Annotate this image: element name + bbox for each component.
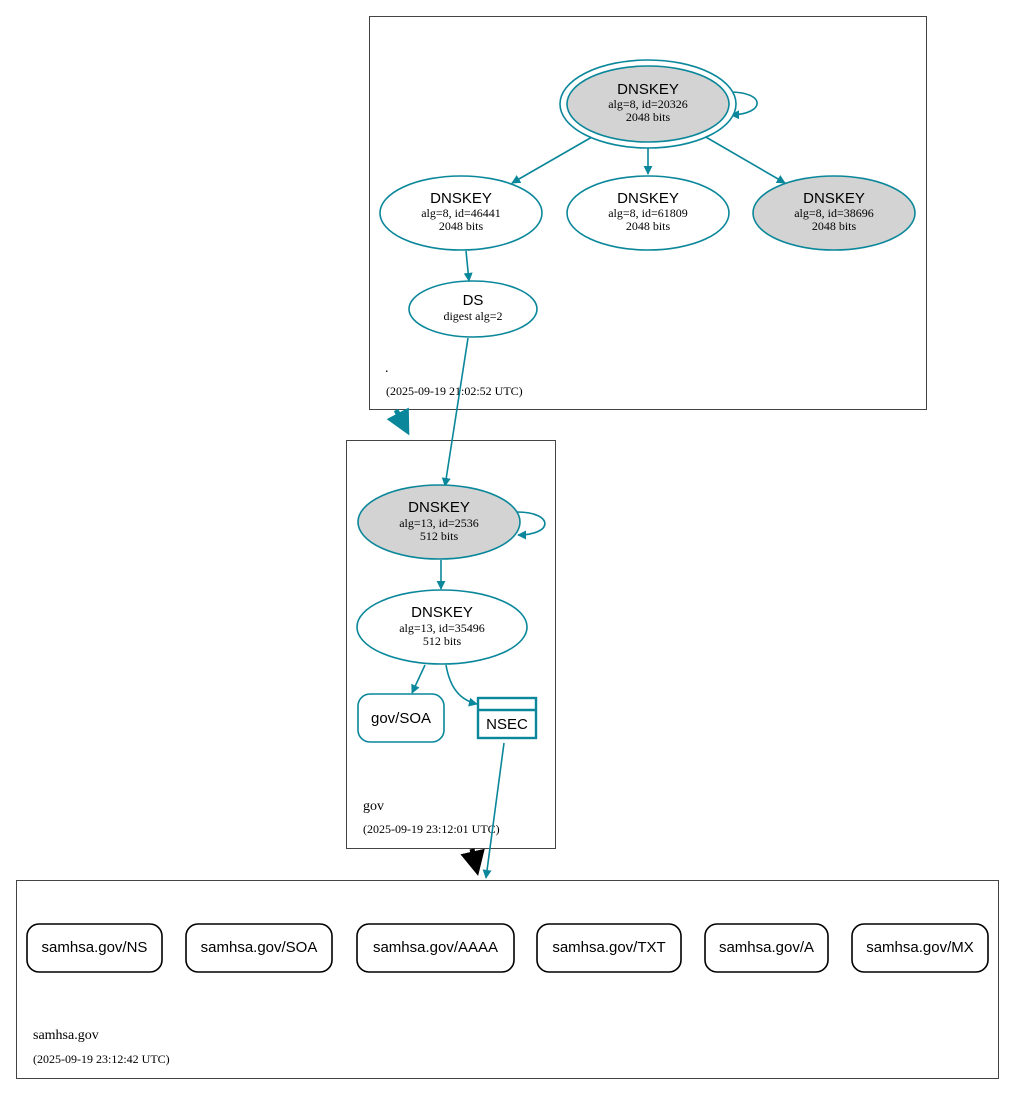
zone-samhsa-name: samhsa.gov	[33, 1028, 99, 1043]
node-gov-ksk-line2: 512 bits	[420, 529, 459, 543]
edge-ds-to-gov-ksk	[441, 337, 469, 487]
edge-nsec-to-samhsa	[482, 742, 505, 879]
edge-gov-zsk-to-soa	[411, 664, 426, 694]
edge-gov-ksk-self	[516, 511, 546, 540]
edge-root-ksk-to-ksk2	[703, 135, 786, 184]
node-root-ksk: DNSKEY alg=8, id=20326 2048 bits	[559, 59, 737, 149]
record-ns: samhsa.gov/NS	[26, 923, 163, 973]
record-a: samhsa.gov/A	[704, 923, 829, 973]
record-a-label: samhsa.gov/A	[719, 939, 814, 956]
record-aaaa: samhsa.gov/AAAA	[356, 923, 515, 973]
node-root-ds-type: DS	[463, 292, 484, 309]
zone-gov-timestamp: (2025-09-19 23:12:01 UTC)	[363, 822, 500, 836]
node-root-zsk2-line1: alg=8, id=61809	[608, 206, 688, 220]
node-root-ksk2-line2: 2048 bits	[812, 219, 857, 233]
zone-samhsa-box	[16, 880, 999, 1079]
zone-root-timestamp: (2025-09-19 21:02:52 UTC)	[386, 384, 523, 398]
node-gov-zsk-line2: 512 bits	[423, 634, 462, 648]
node-root-ksk2-type: DNSKEY	[803, 190, 865, 207]
node-root-zsk2: DNSKEY alg=8, id=61809 2048 bits	[566, 175, 730, 251]
node-root-ds-line1: digest alg=2	[443, 309, 502, 323]
node-root-zsk1-type: DNSKEY	[430, 190, 492, 207]
node-root-ksk2-line1: alg=8, id=38696	[794, 206, 874, 220]
zone-root-name: .	[385, 361, 389, 376]
zone-samhsa-timestamp: (2025-09-19 23:12:42 UTC)	[33, 1052, 170, 1066]
edge-gov-zsk-to-nsec	[445, 664, 478, 707]
edge-root-ksk-self	[729, 91, 758, 120]
node-root-ksk-line1: alg=8, id=20326	[608, 97, 688, 111]
node-gov-nsec: NSEC	[476, 696, 538, 740]
record-mx-label: samhsa.gov/MX	[866, 939, 974, 956]
node-root-ksk2: DNSKEY alg=8, id=38696 2048 bits	[752, 175, 916, 251]
record-soa: samhsa.gov/SOA	[185, 923, 333, 973]
node-root-ksk-line2: 2048 bits	[626, 110, 671, 124]
node-root-zsk1: DNSKEY alg=8, id=46441 2048 bits	[379, 175, 543, 251]
record-soa-label: samhsa.gov/SOA	[201, 939, 318, 956]
node-gov-ksk: DNSKEY alg=13, id=2536 512 bits	[357, 484, 521, 560]
delegation-gov-to-samhsa	[460, 848, 485, 876]
node-root-zsk1-line1: alg=8, id=46441	[421, 206, 501, 220]
record-txt: samhsa.gov/TXT	[536, 923, 682, 973]
node-gov-soa-label: gov/SOA	[371, 710, 431, 727]
node-root-ksk-type: DNSKEY	[617, 81, 679, 98]
edge-root-zsk1-to-ds	[463, 250, 473, 282]
record-aaaa-label: samhsa.gov/AAAA	[373, 939, 498, 956]
node-gov-zsk: DNSKEY alg=13, id=35496 512 bits	[356, 589, 528, 665]
delegation-root-to-gov	[386, 407, 410, 436]
node-root-ds: DS digest alg=2	[408, 280, 538, 338]
record-txt-label: samhsa.gov/TXT	[552, 939, 665, 956]
zone-gov-name: gov	[363, 799, 384, 814]
node-gov-ksk-line1: alg=13, id=2536	[399, 516, 479, 530]
record-ns-label: samhsa.gov/NS	[42, 939, 148, 956]
node-gov-ksk-type: DNSKEY	[408, 499, 470, 516]
edge-root-ksk-to-zsk1	[511, 136, 593, 184]
node-root-zsk1-line2: 2048 bits	[439, 219, 484, 233]
node-gov-zsk-line1: alg=13, id=35496	[399, 621, 485, 635]
node-gov-soa: gov/SOA	[357, 693, 445, 743]
node-gov-nsec-label: NSEC	[486, 716, 528, 733]
node-gov-zsk-type: DNSKEY	[411, 604, 473, 621]
node-root-zsk2-line2: 2048 bits	[626, 219, 671, 233]
node-root-zsk2-type: DNSKEY	[617, 190, 679, 207]
record-mx: samhsa.gov/MX	[851, 923, 989, 973]
edges	[411, 91, 786, 879]
